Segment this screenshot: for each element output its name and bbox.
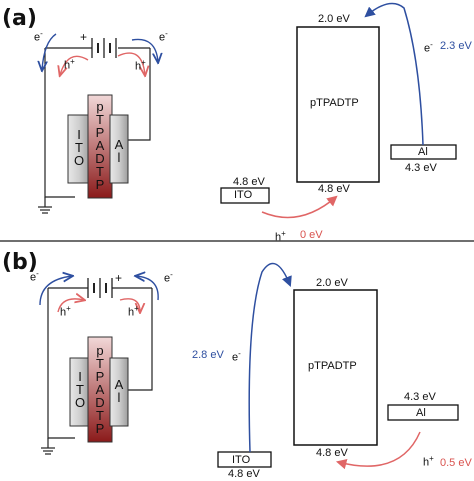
al-layer-a — [109, 114, 129, 184]
electron-arrow-left-b — [39, 276, 72, 306]
ito-level-box-b — [217, 451, 272, 468]
al-layer-b — [109, 357, 129, 427]
hole-barrier-b: 0.5 eV — [440, 457, 472, 469]
electron-barrier-a: 2.3 eV — [440, 40, 472, 52]
battery-plus-a: + — [80, 30, 88, 44]
ito-level-label-a: 4.8 eV — [233, 176, 265, 188]
circuit-a — [38, 33, 158, 214]
battery-icon-a — [91, 38, 117, 58]
energy-a — [220, 2, 457, 219]
polymer-homo-label-b: 4.8 eV — [316, 447, 348, 459]
hole-injection-arrow-a — [261, 195, 338, 219]
al-level-box-a — [390, 144, 457, 160]
hole-inject-label-b: h+ — [423, 454, 434, 469]
ground-icon-a — [38, 197, 52, 214]
battery-icon-b — [87, 278, 113, 298]
ito-level-box-a — [220, 187, 270, 204]
hole-label-right-a: h+ — [135, 58, 146, 73]
polymer-lumo-label-a: 2.0 eV — [318, 13, 350, 25]
hole-arrow-right-b — [119, 298, 140, 312]
electron-label-right-a: e- — [159, 29, 168, 44]
al-level-label-b: 4.3 eV — [404, 391, 436, 403]
electron-label-left-a: e- — [34, 29, 43, 44]
al-name-b: Al — [416, 407, 426, 419]
hole-barrier-a: 0 eV — [300, 229, 323, 241]
hole-arrow-right-a — [117, 52, 145, 75]
electron-label-left-b: e- — [30, 269, 39, 284]
panel-divider — [0, 240, 474, 242]
al-name-a: Al — [418, 146, 428, 158]
electron-label-right-b: e- — [164, 270, 173, 285]
polymer-layer-b — [87, 336, 113, 443]
wire-right-b — [126, 288, 153, 391]
electron-injection-arrow-b — [248, 262, 292, 453]
circuit-b — [39, 276, 159, 455]
wire-right-a — [126, 48, 151, 141]
hole-injection-arrow-b — [335, 431, 421, 470]
polymer-layer-a — [87, 94, 113, 199]
ground-icon-b — [41, 438, 55, 455]
electron-inject-label-b: e- — [232, 349, 241, 364]
electron-inject-label-a: e- — [424, 40, 433, 55]
al-level-box-b — [387, 404, 459, 421]
panel-label-a: (a) — [2, 6, 37, 31]
ito-name-a: ITO — [234, 189, 253, 201]
ito-name-b: ITO — [232, 454, 251, 466]
electron-barrier-b: 2.8 eV — [192, 349, 224, 361]
hole-label-left-a: h+ — [64, 57, 75, 72]
polymer-name-a: pTPADTP — [310, 97, 359, 109]
polymer-name-b: pTPADTP — [308, 360, 357, 372]
electron-injection-arrow-a — [364, 2, 424, 146]
al-level-label-a: 4.3 eV — [405, 162, 437, 174]
ito-level-label-b: 4.8 eV — [228, 468, 260, 480]
panel-label-b: (b) — [2, 250, 38, 275]
electron-arrow-right-a — [131, 38, 158, 62]
hole-label-right-b: h+ — [128, 304, 139, 319]
battery-plus-b: + — [115, 271, 123, 285]
electron-arrow-right-b — [136, 276, 159, 301]
polymer-lumo-label-b: 2.0 eV — [316, 277, 348, 289]
energy-b — [217, 262, 459, 470]
hole-arrow-left-b — [57, 299, 84, 313]
hole-arrow-left-a — [60, 55, 89, 75]
polymer-homo-label-a: 4.8 eV — [318, 183, 350, 195]
polymer-band-a — [296, 26, 380, 183]
electron-arrow-left-a — [42, 33, 57, 70]
polymer-band-b — [293, 289, 378, 446]
hole-inject-label-a: h+ — [275, 229, 286, 244]
hole-label-left-b: h+ — [60, 304, 71, 319]
